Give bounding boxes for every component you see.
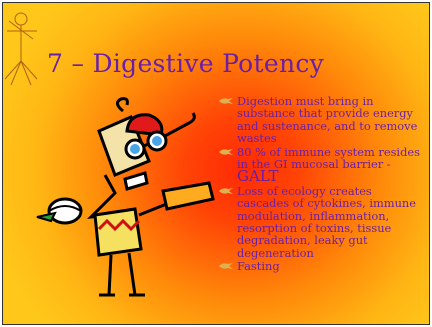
bullet-icon [219, 263, 233, 270]
bullet-item: 80 % of immune system resides in the GI … [219, 144, 427, 186]
bullet-text: Digestion must bring in substance that p… [237, 94, 418, 146]
cartoon-character-icon [36, 97, 215, 297]
bullet-item: Fasting [219, 260, 427, 272]
bullet-icon [219, 187, 233, 194]
bullet-list: Digestion must bring in substance that p… [219, 95, 427, 274]
bullet-text: 80 % of immune system resides in the GI … [237, 144, 420, 172]
bullet-text: Fasting [237, 259, 280, 274]
bullet-text: Loss of ecology creates cascades of cyto… [237, 183, 416, 260]
vitruvian-sketch-icon [4, 12, 38, 86]
slide-title: 7 – Digestive Potency [47, 49, 325, 78]
bullet-item: Digestion must bring in substance that p… [219, 95, 427, 145]
bullet-icon [219, 148, 233, 155]
slide: 7 – Digestive Potency Digestion must bri… [2, 2, 430, 325]
bullet-item: Loss of ecology creates cascades of cyto… [219, 185, 427, 259]
bullet-emphasis: GALT [237, 167, 279, 186]
bullet-icon [219, 98, 233, 104]
